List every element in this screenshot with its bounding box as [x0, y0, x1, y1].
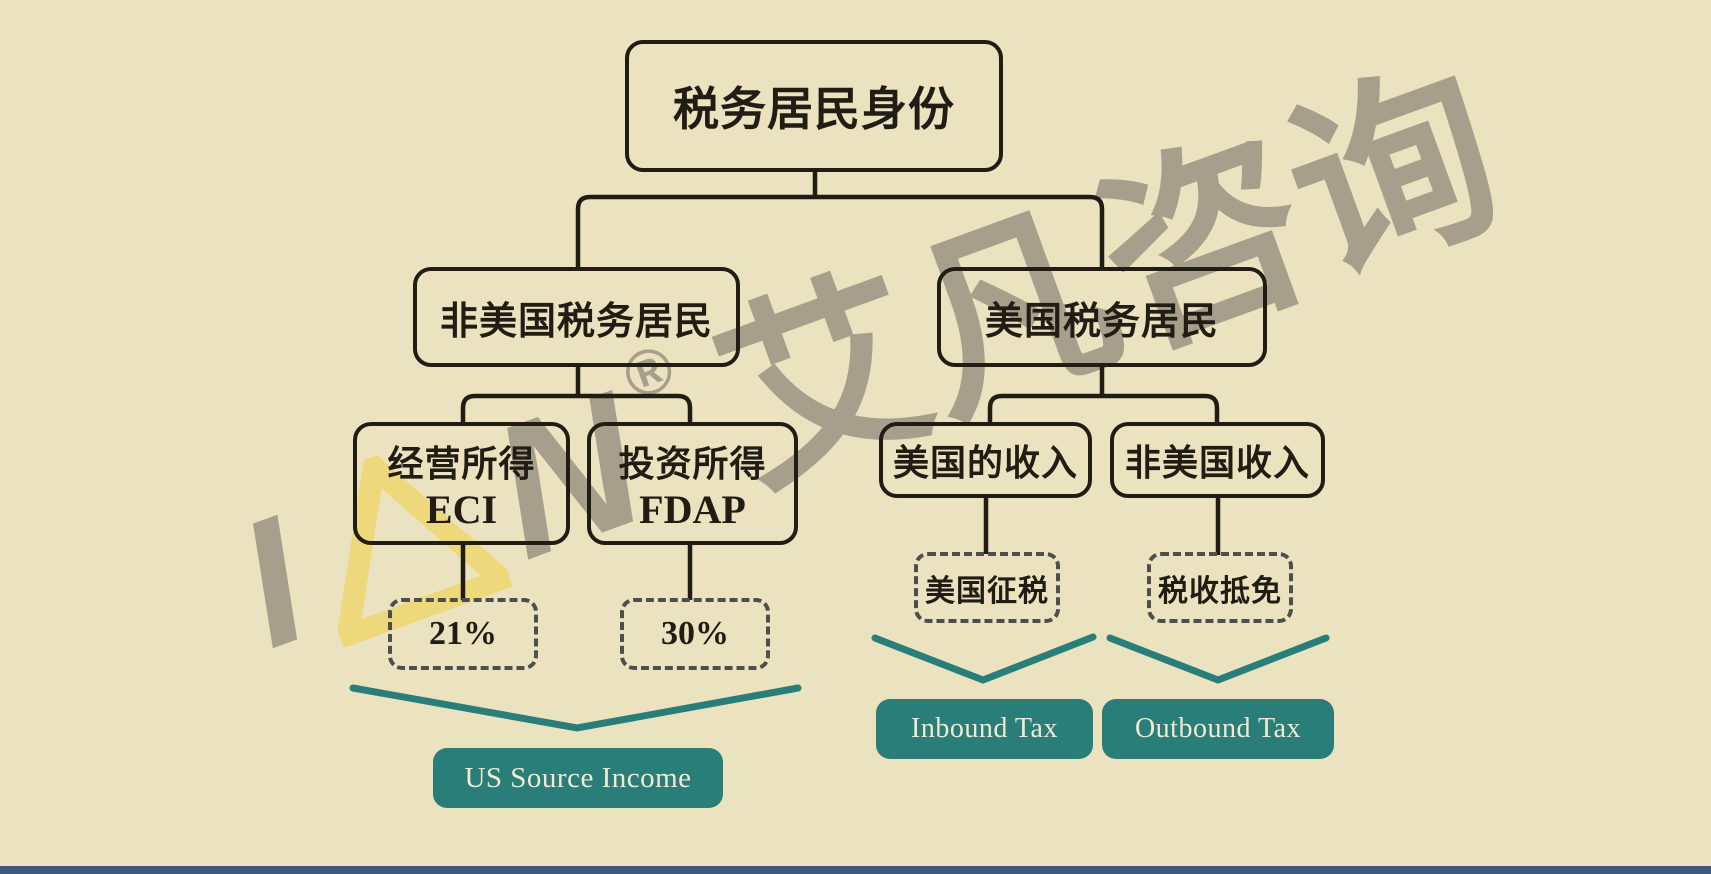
us-taxation-label: 美国征税: [925, 574, 1049, 608]
eci-label: ECI: [425, 486, 498, 532]
inbound-tax-label: Inbound Tax: [911, 713, 1058, 744]
us-source-income-label: US Source Income: [464, 761, 692, 794]
rate-30-label: 30%: [661, 615, 729, 652]
eci-cn-label: 经营所得: [387, 442, 536, 484]
box-non-us-income: 非美国收入: [1110, 422, 1325, 498]
box-fdap: 投资所得 FDAP: [587, 422, 798, 545]
rate-box-21: 21%: [388, 598, 538, 670]
us-tax-resident-label: 美国税务居民: [984, 300, 1219, 343]
watermark-letter-i: I: [214, 479, 331, 686]
result-box-inbound-tax: Inbound Tax: [876, 699, 1093, 759]
box-eci: 经营所得 ECI: [353, 422, 570, 545]
root-box: 税务居民身份: [625, 40, 1003, 172]
tag-box-us-taxation: 美国征税: [914, 552, 1060, 623]
fdap-cn-label: 投资所得: [618, 442, 767, 484]
chevron-outbound-icon: [1106, 634, 1330, 684]
tag-box-tax-credit: 税收抵免: [1147, 552, 1293, 623]
rate-21-label: 21%: [429, 615, 497, 652]
box-non-us-tax-resident: 非美国税务居民: [413, 267, 740, 367]
box-us-tax-resident: 美国税务居民: [937, 267, 1267, 367]
box-us-income: 美国的收入: [879, 422, 1092, 498]
us-income-label: 美国的收入: [892, 442, 1078, 483]
connector-left-bridge: [460, 393, 693, 424]
rate-box-30: 30%: [620, 598, 770, 670]
fdap-label: FDAP: [639, 486, 746, 532]
result-box-us-source-income: US Source Income: [433, 748, 723, 808]
bottom-edge-bar: [0, 866, 1711, 874]
chevron-us-source-icon: [349, 684, 802, 732]
non-us-tax-resident-label: 非美国税务居民: [439, 300, 713, 343]
outbound-tax-label: Outbound Tax: [1134, 713, 1302, 744]
connector-right-bridge: [987, 393, 1220, 424]
non-us-income-label: 非美国收入: [1124, 442, 1310, 483]
root-label: 税务居民身份: [673, 83, 955, 135]
result-box-outbound-tax: Outbound Tax: [1102, 699, 1334, 759]
tax-credit-label: 税收抵免: [1158, 574, 1282, 608]
chevron-inbound-icon: [871, 633, 1097, 684]
connector-level2-bridge: [575, 194, 1105, 267]
